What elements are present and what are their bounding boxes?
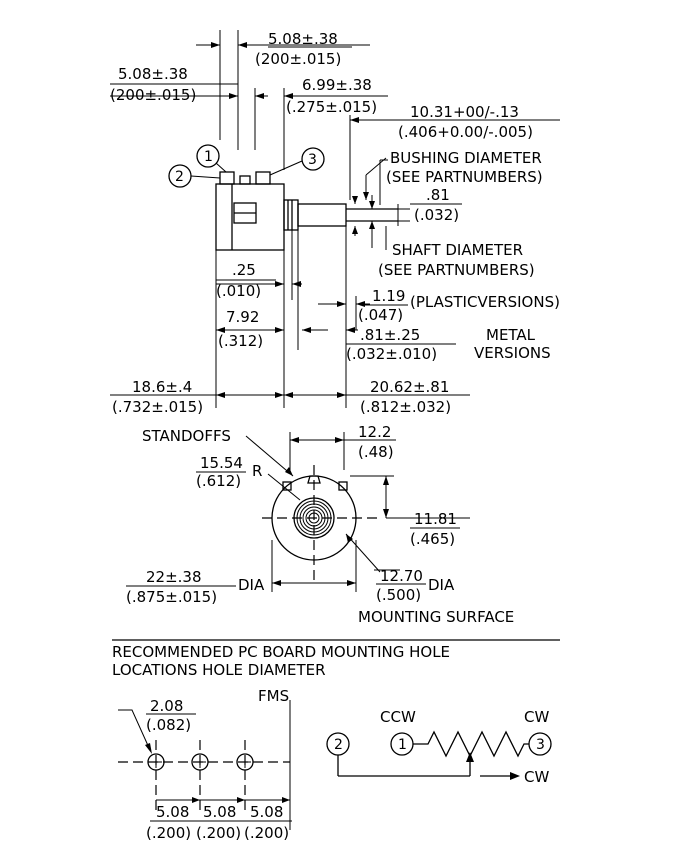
metal-label-1: METAL	[486, 326, 536, 344]
dim-500: (.500)	[376, 586, 421, 604]
spacing-mm-1: 5.08	[156, 803, 189, 821]
spacing-in-2: (.200)	[196, 824, 241, 842]
front-view-labels: STANDOFFS 12.2 (.48) 15.54 (.612) R 11.8…	[126, 423, 514, 626]
dim-1031: 10.31+00/-.13	[410, 103, 519, 121]
pcb-heading-1: RECOMMENDED PC BOARD MOUNTING HOLE	[112, 643, 450, 661]
schematic-pin-3-label: 3	[536, 737, 545, 753]
shaft-label-1: SHAFT DIAMETER	[392, 241, 523, 259]
mounting-surface-label: MOUNTING SURFACE	[358, 608, 514, 626]
dim-48: (.48)	[358, 443, 394, 461]
dim-082: (.082)	[146, 716, 191, 734]
dim-208: 2.08	[150, 697, 183, 715]
plastic-versions: (PLASTICVERSIONS)	[410, 293, 560, 311]
side-view-labels: 5.08±.38 (200±.015) 5.08±.38 (200±.015) …	[110, 30, 560, 416]
radius-label: R	[252, 462, 262, 480]
dim-122: 12.2	[358, 423, 391, 441]
ccw-label: CCW	[380, 708, 416, 726]
dim-1270: 12.70	[380, 567, 423, 585]
dim-875: (.875±.015)	[126, 588, 217, 606]
standoffs-label: STANDOFFS	[142, 427, 231, 445]
dim-119: 1.19	[372, 287, 405, 305]
dim-732: (.732±.015)	[112, 398, 203, 416]
dim-25: .25	[232, 261, 256, 279]
pcb-hole-pattern: RECOMMENDED PC BOARD MOUNTING HOLE LOCAT…	[112, 643, 450, 842]
dim-22: 22±.38	[146, 568, 202, 586]
shaft-label-2: (SEE PARTNUMBERS)	[378, 261, 535, 279]
spacing-in-1: (.200)	[146, 824, 191, 842]
side-pin-1-label: 1	[204, 149, 213, 165]
schematic: CCW CW 2 1 3 CW	[326, 708, 552, 786]
side-pin-3-label: 3	[308, 152, 317, 168]
dim-612: (.612)	[196, 472, 241, 490]
dim-1554: 15.54	[200, 454, 243, 472]
dim-275: (.275±.015)	[286, 98, 377, 116]
dim-200-top: (200±.015)	[255, 50, 341, 68]
schematic-pin-1-label: 1	[398, 737, 407, 753]
dim-312: (.312)	[218, 332, 263, 350]
wiper-arrow	[466, 752, 474, 762]
dim-1181: 11.81	[414, 510, 457, 528]
bushing-label-1: BUSHING DIAMETER	[390, 149, 542, 167]
pcb-heading-2: LOCATIONS HOLE DIAMETER	[112, 661, 326, 679]
dim-508-top: 5.08±.38	[268, 30, 338, 48]
cw-label: CW	[524, 708, 549, 726]
dim-508-left: 5.08±.38	[118, 65, 188, 83]
dim-047: (.047)	[358, 306, 403, 324]
dim-032-010: (.032±.010)	[346, 345, 437, 363]
dim-465: (.465)	[410, 530, 455, 548]
cw-arrow-label: CW	[524, 768, 549, 786]
side-view	[110, 30, 560, 408]
resistor-zigzag	[413, 730, 529, 758]
dim-81-25: .81±.25	[360, 326, 420, 344]
dim-81: .81	[426, 186, 450, 204]
spacing-in-3: (.200)	[244, 824, 289, 842]
side-pin-2-label: 2	[175, 169, 184, 185]
dim-200-left: (200±.015)	[110, 86, 196, 104]
spacing-mm-3: 5.08	[250, 803, 283, 821]
dim-699: 6.99±.38	[302, 76, 372, 94]
dim-010: (.010)	[216, 282, 261, 300]
dim-2062: 20.62±.81	[370, 378, 449, 396]
dim-406: (.406+0.00/-.005)	[398, 123, 533, 141]
dia-left: DIA	[238, 576, 265, 594]
dim-812: (.812±.032)	[360, 398, 451, 416]
dim-792: 7.92	[226, 308, 259, 326]
spacing-mm-2: 5.08	[203, 803, 236, 821]
bushing-label-2: (SEE PARTNUMBERS)	[386, 168, 543, 186]
dim-032: (.032)	[414, 206, 459, 224]
dim-186: 18.6±.4	[132, 378, 192, 396]
front-view	[245, 432, 470, 592]
metal-label-2: VERSIONS	[474, 344, 551, 362]
fms-label: FMS	[258, 687, 289, 705]
dia-right: DIA	[428, 576, 455, 594]
schematic-pin-2-label: 2	[334, 737, 343, 753]
